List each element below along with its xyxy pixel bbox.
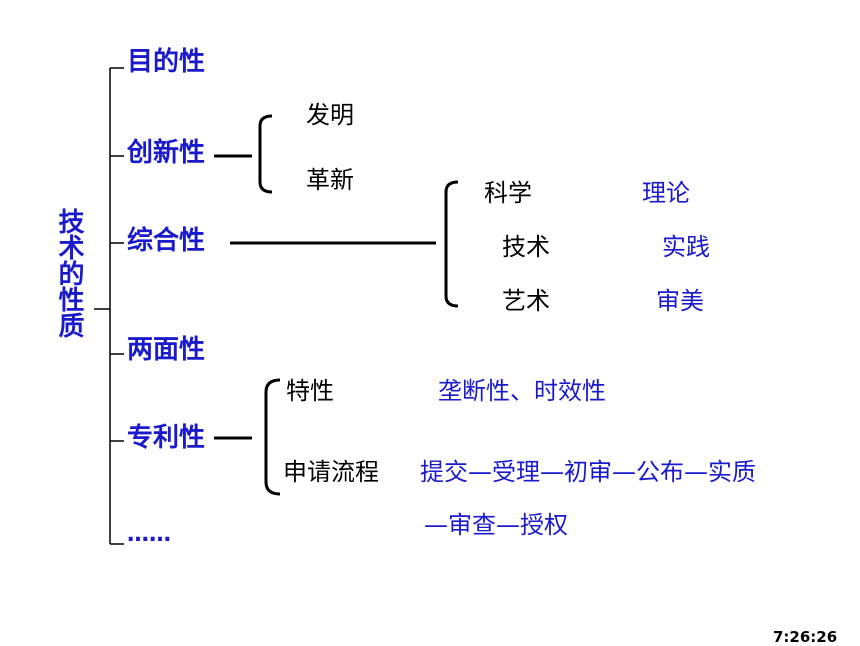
- innovation-item-invention: 发明: [306, 101, 354, 129]
- property-duality: 两面性: [127, 335, 206, 365]
- synthesis-item-technology: 技术: [502, 233, 550, 261]
- patent-process-line2: —审查—授权: [424, 511, 568, 539]
- property-innovation: 创新性: [127, 138, 206, 168]
- synthesis-aspect-practice: 实践: [662, 233, 710, 261]
- patent-feature-label: 特性: [286, 377, 334, 405]
- property-purpose: 目的性: [127, 47, 206, 77]
- patent-feature-value: 垄断性、时效性: [438, 377, 606, 405]
- property-synthesis: 综合性: [127, 226, 206, 256]
- patent-process-label: 申请流程: [283, 458, 379, 486]
- synthesis-brace: [444, 180, 459, 308]
- synthesis-aspect-theory: 理论: [642, 179, 690, 207]
- patent-brace: [264, 378, 281, 496]
- root-label: 技术的性质: [54, 208, 84, 338]
- property-patent: 专利性: [127, 423, 206, 453]
- property-ellipsis: ……: [127, 522, 171, 547]
- synthesis-item-art: 艺术: [502, 287, 550, 315]
- synthesis-aspect-aesthetics: 审美: [656, 287, 704, 315]
- innovation-item-renovation: 革新: [306, 166, 354, 194]
- innovation-brace: [258, 114, 273, 194]
- patent-process-line1: 提交—受理—初审—公布—实质: [420, 458, 756, 486]
- clock-readout: 7:26:26: [773, 628, 838, 646]
- synthesis-item-science: 科学: [484, 179, 532, 207]
